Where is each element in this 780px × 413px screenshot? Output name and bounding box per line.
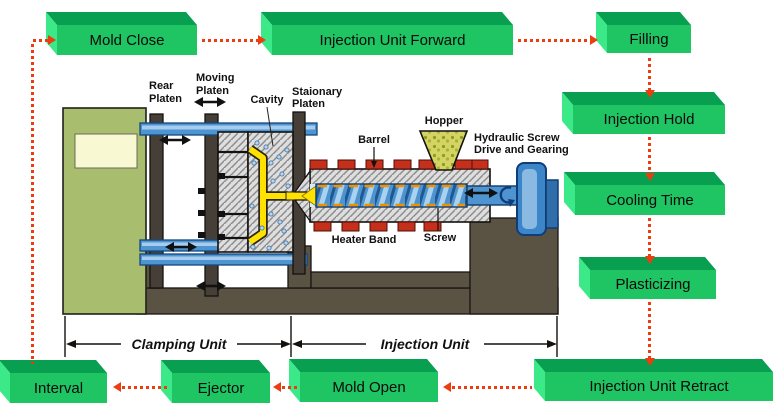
step-plasticizing-label: Plasticizing <box>615 276 691 293</box>
flow-arrowhead-to-interval <box>113 382 121 392</box>
flow-arrowhead-to-injection-unit-retract <box>645 358 655 366</box>
step-mold-close: Mold Close <box>57 25 197 55</box>
cooling-channels <box>249 140 291 251</box>
rear-platen-label: Rear <box>149 80 174 92</box>
step-injection-hold-label: Injection Hold <box>603 111 695 128</box>
mold-pins <box>198 173 225 240</box>
step-filling-label: Filling <box>629 30 669 48</box>
step-injection-unit-forward: Injection Unit Forward <box>272 25 513 55</box>
cavity-label: Cavity <box>250 94 284 106</box>
rotation-arrow-icon <box>499 186 512 204</box>
clamping-unit-label: Clamping Unit <box>132 336 228 352</box>
step-injection-hold: Injection Hold <box>573 105 725 134</box>
barrel <box>293 168 518 223</box>
flow-arrowhead-to-injection-unit-forward <box>258 35 266 45</box>
step-cooling-time-label: Cooling Time <box>606 191 694 209</box>
svg-text:Platen: Platen <box>196 85 229 97</box>
flow-arrowhead-to-cooling-time <box>645 173 655 181</box>
step-mold-close-label: Mold Close <box>89 31 165 49</box>
step-interval: Interval <box>10 373 107 403</box>
flow-arrowhead-to-mold-open <box>443 382 451 392</box>
flow-line-filling-to-injection-hold <box>648 58 651 90</box>
step-filling: Filling <box>607 25 691 53</box>
motion-arrows <box>159 97 498 291</box>
dimension-brackets: Clamping Unit Injection Unit <box>64 316 558 357</box>
flow-line-interval-to-mold-close-horizontal <box>33 39 48 42</box>
melt-runner <box>247 145 288 246</box>
injection-unit-label: Injection Unit <box>381 336 471 352</box>
stationary-platen-label: Staionary <box>292 86 343 98</box>
flow-arrowhead-to-injection-hold <box>645 90 655 98</box>
moving-platen <box>204 113 219 297</box>
step-interval-label: Interval <box>33 379 84 397</box>
flow-arrowhead-to-ejector <box>273 382 281 392</box>
step-ejector-label: Ejector <box>197 379 245 397</box>
flow-line-cooling-time-to-plasticizing <box>648 218 651 256</box>
step-injection-unit-retract: Injection Unit Retract <box>545 372 773 401</box>
drive-label: Hydraulic Screw <box>474 132 560 144</box>
flow-line-injection-unit-forward-to-filling <box>518 39 590 42</box>
svg-text:Platen: Platen <box>292 98 325 110</box>
flow-line-mold-close-to-injection-unit-forward <box>202 39 258 42</box>
moving-platen-label: Moving <box>196 72 235 84</box>
heater-band-label: Heater Band <box>332 234 397 246</box>
step-mold-open: Mold Open <box>300 372 438 402</box>
screw-label: Screw <box>424 232 457 244</box>
step-ejector: Ejector <box>172 373 270 403</box>
hopper <box>418 130 469 171</box>
flow-line-injection-unit-retract-to-mold-open <box>452 386 532 389</box>
flow-line-mold-open-to-ejector <box>282 386 298 389</box>
step-plasticizing: Plasticizing <box>590 270 716 299</box>
flow-arrowhead-to-filling <box>590 35 598 45</box>
step-mold-open-label: Mold Open <box>332 378 406 396</box>
hopper-label: Hopper <box>425 115 464 127</box>
screw-drive <box>499 162 559 236</box>
screw-flights <box>315 183 468 208</box>
step-cooling-time: Cooling Time <box>575 185 725 215</box>
flow-line-injection-hold-to-cooling-time <box>648 137 651 173</box>
barrel-label: Barrel <box>358 134 390 146</box>
flow-arrowhead-to-mold-close <box>48 35 56 45</box>
flow-arrowhead-to-plasticizing <box>645 256 655 264</box>
clamp-housing-panel <box>74 133 138 169</box>
step-injection-unit-forward-label: Injection Unit Forward <box>319 31 466 49</box>
tie-bars <box>139 122 318 266</box>
flow-line-ejector-to-interval <box>122 386 168 389</box>
svg-text:Drive and Gearing: Drive and Gearing <box>474 144 569 156</box>
step-injection-unit-retract-label: Injection Unit Retract <box>589 378 729 395</box>
flow-line-interval-to-mold-close-vertical <box>31 44 34 364</box>
svg-text:Platen: Platen <box>149 93 182 105</box>
component-labels: Rear Platen Moving Platen Cavity Staiona… <box>149 72 569 246</box>
flow-line-plasticizing-to-injection-unit-retract <box>648 302 651 358</box>
